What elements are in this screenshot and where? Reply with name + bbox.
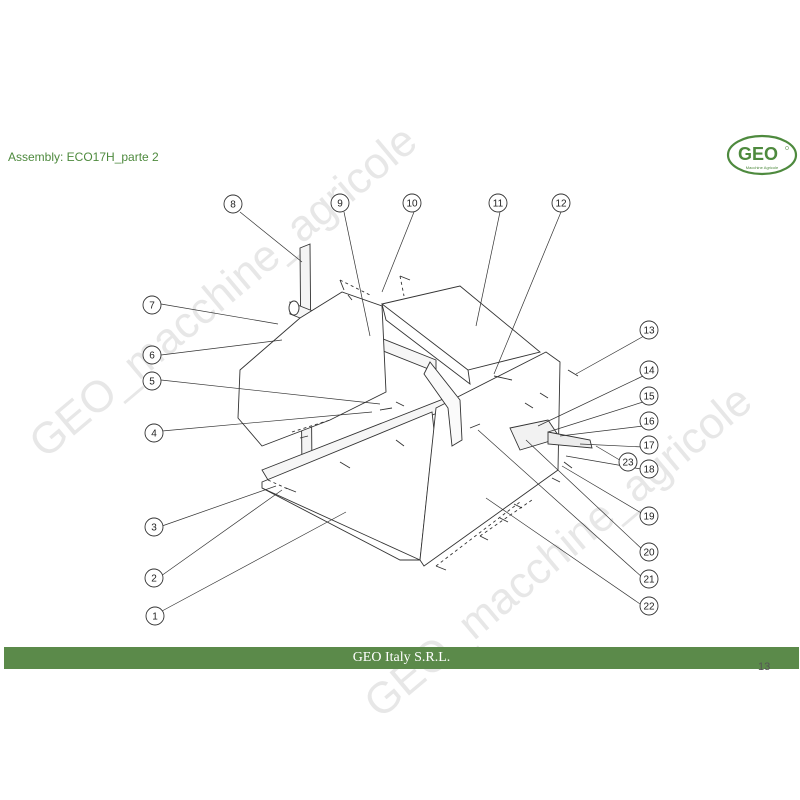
callout-number: 5: [149, 377, 155, 388]
callout-number: 21: [643, 575, 655, 586]
callout-circle: [144, 568, 164, 588]
callout-circle: [488, 193, 508, 213]
callout-circle: [142, 295, 162, 315]
callout-number: 18: [643, 465, 655, 476]
callout-4: 4: [144, 423, 164, 443]
callout-number: 1: [152, 612, 158, 623]
callout-number: 16: [643, 417, 655, 428]
callout-circle: [223, 194, 243, 214]
footer-company: GEO Italy S.R.L.: [352, 650, 451, 665]
callout-22: 22: [639, 596, 659, 616]
callout-9: 9: [330, 193, 350, 213]
callout-3: 3: [144, 517, 164, 537]
callout-19: 19: [639, 506, 659, 526]
callout-number: 17: [643, 441, 655, 452]
callout-number: 19: [643, 512, 655, 523]
callout-circle: [551, 193, 571, 213]
callout-number: 3: [151, 523, 157, 534]
callout-12: 12: [551, 193, 571, 213]
callout-circle: [639, 506, 659, 526]
callout-number: 22: [643, 602, 655, 613]
callout-13: 13: [639, 320, 659, 340]
callout-18: 18: [639, 459, 659, 479]
callout-circle: [618, 452, 638, 472]
callout-number: 12: [555, 199, 567, 210]
callout-1: 1: [145, 606, 165, 626]
callout-number: 9: [337, 199, 343, 210]
callout-7: 7: [142, 295, 162, 315]
callout-circle: [639, 386, 659, 406]
callout-number: 14: [643, 366, 655, 377]
callout-5: 5: [142, 371, 162, 391]
callout-circle: [639, 360, 659, 380]
callout-16: 16: [639, 411, 659, 431]
callout-20: 20: [639, 542, 659, 562]
callout-number: 8: [230, 200, 236, 211]
callout-circle: [142, 371, 162, 391]
callout-circle: [639, 459, 659, 479]
callout-circle: [639, 569, 659, 589]
callout-6: 6: [142, 345, 162, 365]
logo-subtext: Macchine Agricole: [746, 165, 779, 170]
callout-circle: [639, 435, 659, 455]
callout-8: 8: [223, 194, 243, 214]
callout-circle: [402, 193, 422, 213]
callout-circle: [144, 423, 164, 443]
callout-11: 11: [488, 193, 508, 213]
callout-number: 6: [149, 351, 155, 362]
callout-number: 7: [149, 301, 155, 312]
callout-10: 10: [402, 193, 422, 213]
callout-2: 2: [144, 568, 164, 588]
callout-circle: [144, 517, 164, 537]
callout-circle: [639, 596, 659, 616]
callout-21: 21: [639, 569, 659, 589]
callout-number: 20: [643, 548, 655, 559]
callout-17: 17: [639, 435, 659, 455]
callout-number: 11: [493, 199, 504, 210]
callout-15: 15: [639, 386, 659, 406]
callout-number: 10: [406, 199, 418, 210]
callout-circle: [142, 345, 162, 365]
callout-number: 13: [643, 326, 655, 337]
logo-text: GEO: [738, 144, 778, 164]
callout-circle: [639, 542, 659, 562]
callout-number: 15: [643, 392, 655, 403]
callout-circle: [639, 320, 659, 340]
assembly-title: Assembly: ECO17H_parte 2: [8, 150, 159, 164]
callout-circle: [330, 193, 350, 213]
footer-bar: GEO Italy S.R.L.: [4, 647, 799, 669]
page-number: 13: [758, 661, 771, 673]
callout-number: 23: [622, 458, 634, 469]
callout-number: 2: [151, 574, 157, 585]
callout-number: 4: [151, 429, 157, 440]
callout-14: 14: [639, 360, 659, 380]
geo-logo: GEO Macchine Agricole: [726, 134, 798, 176]
callout-circle: [145, 606, 165, 626]
callout-23: 23: [618, 452, 638, 472]
callout-circle: [639, 411, 659, 431]
